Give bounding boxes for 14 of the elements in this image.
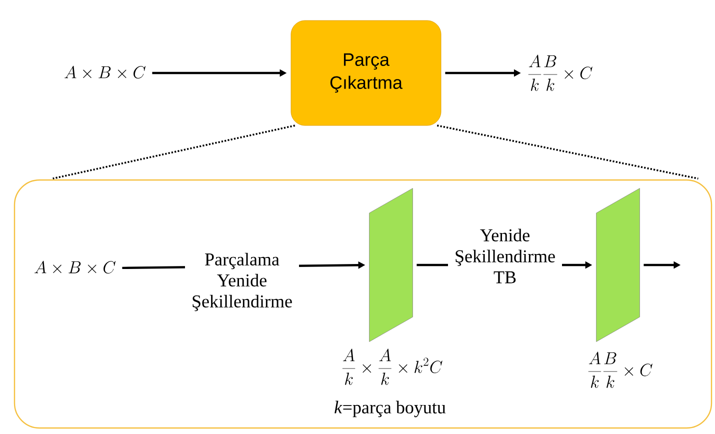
connector-line [436,124,698,180]
process-box: Parça Çıkartma [290,20,442,126]
formula-text: $A \times B \times C$ [64,66,146,79]
edge-label: Yenide Şekillendirme TB [448,228,562,284]
connector-line [52,124,296,180]
caption-text: k=parça boyutu [334,400,446,418]
edge-label: Parçalama Yenide Şekillendirme [185,252,299,312]
formula-text: $A \times B \times C$ [34,260,116,274]
formula-text: $\frac{A}{k}\frac{B}{k} \times C$ [588,352,652,388]
feature-plane [369,188,413,342]
formula-text: $\frac{A}{k}\frac{B}{k} \times C$ [528,54,592,91]
formula-text: $\frac{A}{k} \times \frac{A}{k} \times k^{2} C$ [342,348,442,385]
feature-plane [596,188,640,342]
panel-background [14,179,712,429]
